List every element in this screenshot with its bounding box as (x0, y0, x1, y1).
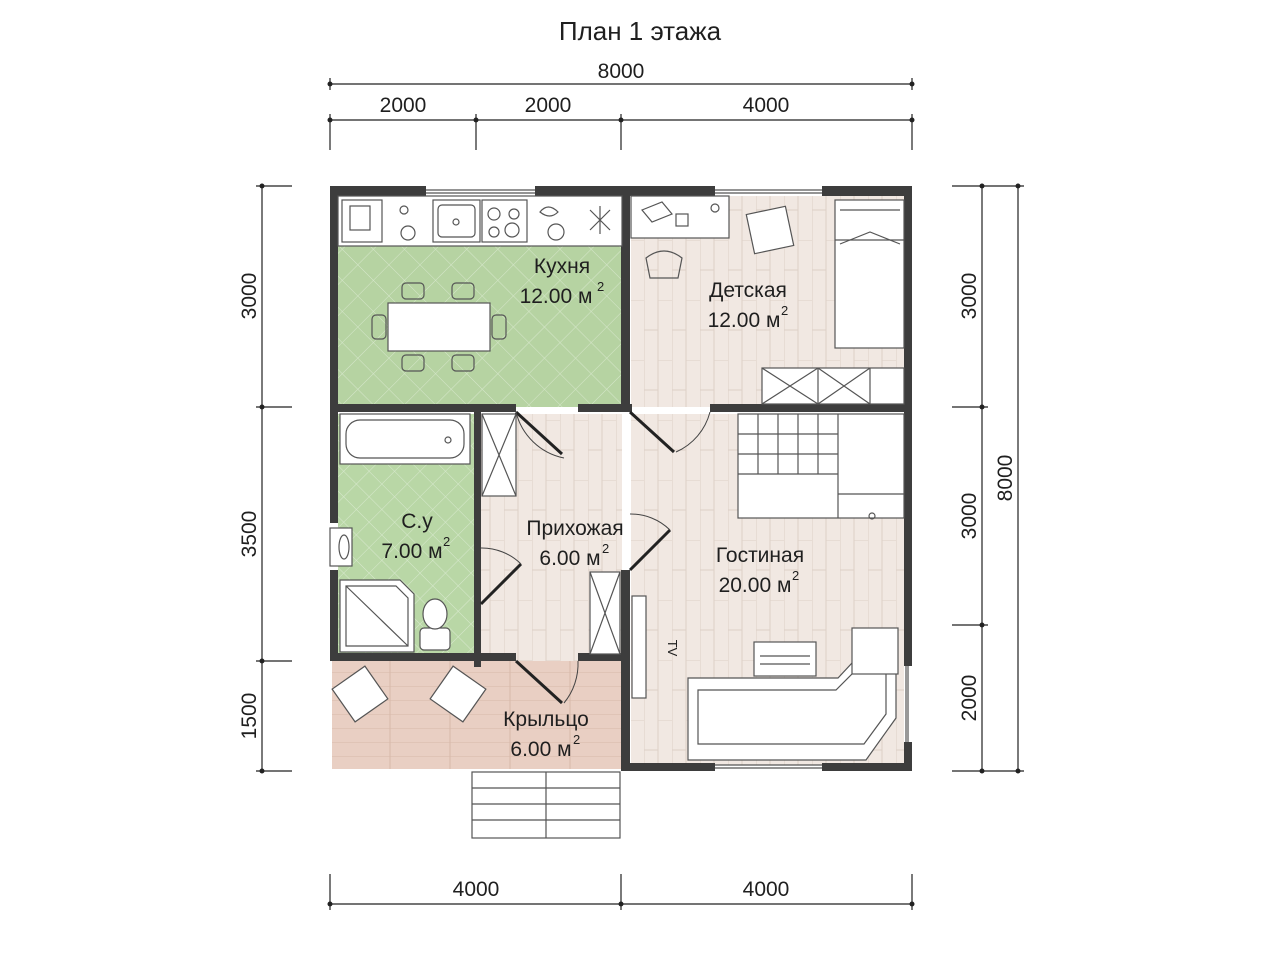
room-kids-area: 12.00 м (708, 309, 781, 332)
room-living-area: 20.00 м (719, 574, 792, 597)
walls (330, 186, 912, 771)
room-living-name: Гостиная (716, 544, 804, 567)
room-bathroom-sup: 2 (443, 534, 450, 549)
windows (426, 189, 909, 769)
dim-left-seg-1: 3000 (238, 273, 261, 320)
room-bathroom-area: 7.00 м (381, 540, 442, 563)
dim-right-seg-1: 3000 (958, 273, 981, 320)
hallway-fixtures (481, 413, 621, 655)
bottom-dimensions: 4000 4000 (327, 874, 915, 910)
room-hallway-name: Прихожая (526, 517, 623, 540)
room-living-sup: 2 (792, 568, 799, 583)
room-hallway-sup: 2 (602, 541, 609, 556)
room-kids-sup: 2 (781, 303, 788, 318)
room-kitchen-area: 12.00 м (520, 285, 593, 308)
kitchen-fixtures (337, 195, 623, 372)
room-bathroom-name: С.у (401, 510, 433, 533)
room-kitchen-name: Кухня (534, 255, 590, 278)
living-room-fixtures (631, 413, 905, 761)
dim-right-seg-2: 3000 (958, 493, 981, 540)
dim-bottom-seg-2: 4000 (743, 878, 790, 901)
dim-top-seg-3: 4000 (743, 94, 790, 117)
left-dimensions: 3000 3500 1500 (238, 183, 292, 774)
tv-label: TV (665, 640, 680, 657)
dim-right-seg-3: 2000 (958, 675, 981, 722)
dim-left-seg-2: 3500 (238, 511, 261, 558)
dim-top-seg-1: 2000 (380, 94, 427, 117)
right-dimensions: 3000 3000 2000 8000 (952, 183, 1024, 774)
kids-room-fixtures (630, 195, 905, 405)
dim-right-total: 8000 (994, 455, 1017, 502)
room-porch-area: 6.00 м (510, 738, 571, 761)
dim-top-total: 8000 (598, 60, 645, 83)
room-porch-name: Крыльцо (503, 708, 589, 731)
porch-fixtures (331, 665, 621, 839)
doors (479, 410, 711, 705)
bathroom-fixtures (329, 413, 471, 653)
dim-bottom-seg-1: 4000 (453, 878, 500, 901)
room-labels: Кухня 12.00 м 2 Детская 12.00 м 2 С.у 7.… (381, 255, 804, 761)
room-porch-sup: 2 (573, 732, 580, 747)
dim-top-seg-2: 2000 (525, 94, 572, 117)
room-hallway-area: 6.00 м (539, 547, 600, 570)
plan-title: План 1 этажа (559, 16, 722, 46)
top-dimensions: 8000 2000 2000 4000 (327, 60, 915, 150)
dim-left-seg-3: 1500 (238, 693, 261, 740)
room-kids-name: Детская (709, 279, 787, 302)
porch-floor (332, 661, 621, 769)
room-kitchen-sup: 2 (597, 279, 604, 294)
